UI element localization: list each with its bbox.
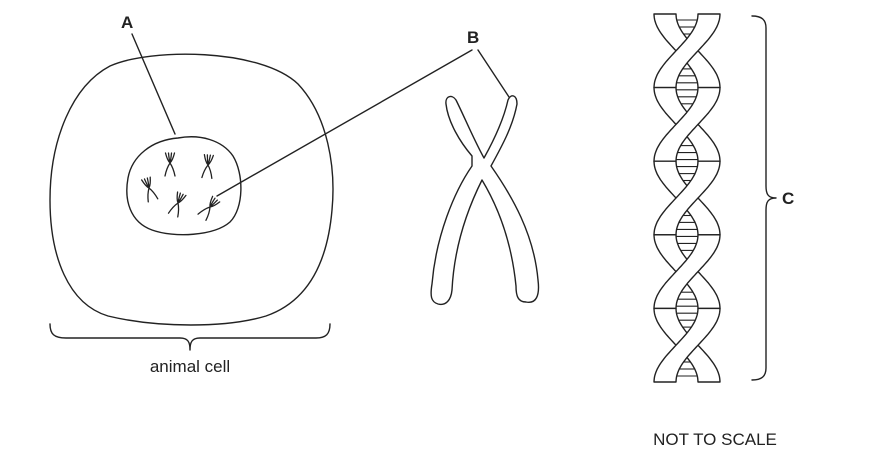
nucleus-chromosome bbox=[164, 152, 176, 177]
nucleus-chromosomes bbox=[140, 152, 221, 221]
scale-note: NOT TO SCALE bbox=[653, 430, 777, 449]
nucleus-chromosome bbox=[167, 191, 187, 218]
nucleus-chromosome bbox=[140, 176, 159, 203]
label-a: A bbox=[121, 13, 133, 32]
bracket-c bbox=[751, 15, 777, 381]
nucleus bbox=[126, 136, 242, 236]
dna-double-helix bbox=[653, 13, 721, 383]
label-c: C bbox=[782, 189, 794, 208]
nucleus-chromosome bbox=[201, 153, 215, 180]
bracket-animal-cell bbox=[49, 323, 331, 351]
dna-base-pairs bbox=[676, 19, 698, 377]
label-b-leader-to-nucleus bbox=[216, 49, 473, 197]
label-b: B bbox=[467, 28, 479, 47]
animal-cell bbox=[49, 53, 334, 326]
dna-strand-a bbox=[653, 307, 721, 383]
label-animal-cell: animal cell bbox=[150, 357, 230, 376]
nucleus-chromosome bbox=[197, 195, 221, 221]
dna-strands bbox=[653, 13, 721, 383]
label-a-leader bbox=[131, 33, 176, 135]
cell-membrane bbox=[49, 53, 334, 326]
label-b-leader-to-chromosome bbox=[477, 49, 510, 98]
chromosome bbox=[430, 95, 540, 306]
